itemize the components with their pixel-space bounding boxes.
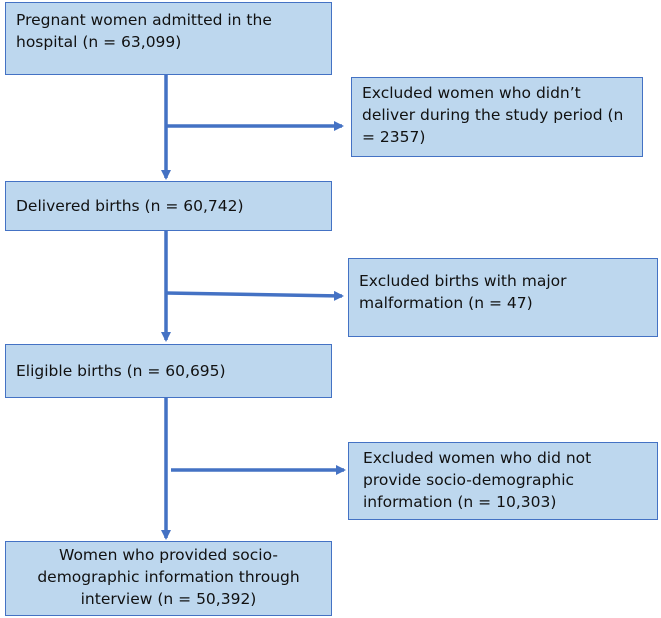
admitted-box: Pregnant women admitted in the hospital …: [5, 2, 332, 75]
eligible-line-1: Eligible births (n = 60,695): [16, 362, 226, 380]
eligible-box: Eligible births (n = 60,695): [5, 344, 332, 398]
final-line-3: interview (n = 50,392): [80, 590, 257, 608]
excluded-no-info-line-1: Excluded women who did not: [363, 449, 592, 467]
excluded-malformation-line-2: malformation (n = 47): [359, 294, 533, 312]
final-line-2: demographic information through: [37, 568, 300, 586]
excluded-no-info-line-2: provide socio-demographic: [363, 471, 575, 489]
excluded-not-delivered-line-1: Excluded women who didn’t: [362, 84, 581, 102]
excluded-no-info-line-3: information (n = 10,303): [363, 493, 557, 511]
delivered-line-1: Delivered births (n = 60,742): [16, 197, 244, 215]
excluded-malformation-line-1: Excluded births with major: [359, 272, 567, 290]
final-line-1: Women who provided socio-: [59, 546, 278, 564]
admitted-line-2: hospital (n = 63,099): [16, 33, 182, 51]
excluded-not-delivered-line-3: = 2357): [362, 128, 426, 146]
final-box: Women who provided socio- demographic in…: [5, 541, 332, 616]
excluded-not-delivered-box: Excluded women who didn’t deliver during…: [351, 77, 643, 157]
delivered-box: Delivered births (n = 60,742): [5, 181, 332, 231]
admitted-line-1: Pregnant women admitted in the: [16, 11, 272, 29]
excluded-no-info-box: Excluded women who did not provide socio…: [348, 442, 658, 520]
excluded-malformation-box: Excluded births with major malformation …: [348, 258, 658, 337]
excluded-not-delivered-line-2: deliver during the study period (n: [362, 106, 624, 124]
arrow-exclude-malformation: [165, 290, 344, 301]
